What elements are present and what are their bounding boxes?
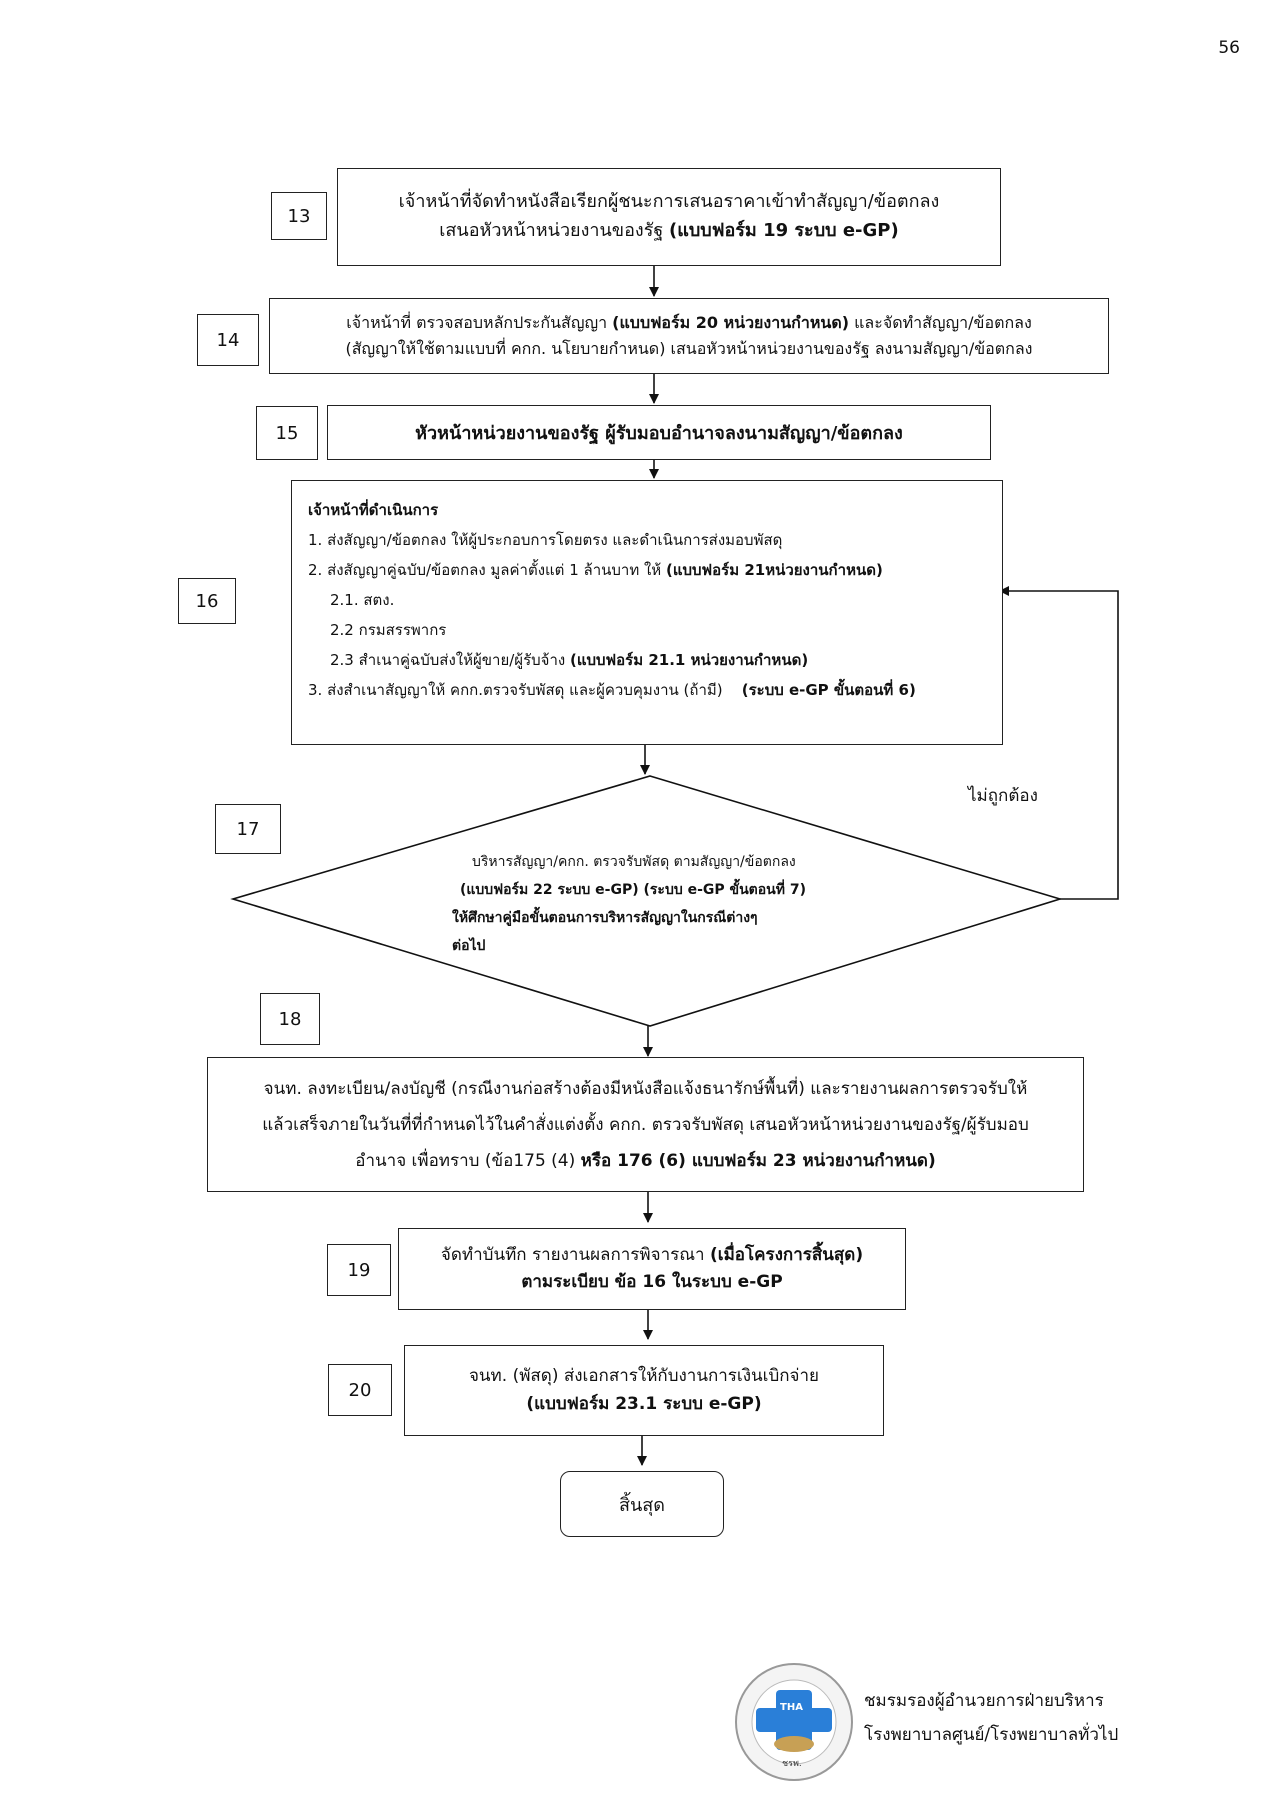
step-number-15: 15 bbox=[256, 406, 318, 460]
step-16-item2: 2. ส่งสัญญาคู่ฉบับ/ข้อตกลง มูลค่าตั้งแต่… bbox=[308, 561, 883, 579]
step-13-box: เจ้าหน้าที่จัดทำหนังสือเรียกผู้ชนะการเสน… bbox=[337, 168, 1001, 266]
step-number-13: 13 bbox=[271, 192, 327, 240]
step-18-line3: อำนาจ เพื่อทราบ (ข้อ175 (4) หรือ 176 (6)… bbox=[355, 1150, 936, 1171]
logo-sub: ชรพ. bbox=[782, 1759, 802, 1769]
step-16-heading: เจ้าหน้าที่ดำเนินการ bbox=[308, 501, 439, 519]
step-19-line2: ตามระเบียบ ข้อ 16 ในระบบ e-GP bbox=[521, 1272, 783, 1292]
incorrect-label: ไม่ถูกต้อง bbox=[968, 786, 1038, 806]
end-text: สิ้นสุด bbox=[619, 1494, 665, 1516]
step-16-item3: 3. ส่งสำเนาสัญญาให้ คกก.ตรวจรับพัสดุ และ… bbox=[308, 681, 916, 699]
step-14-line2: (สัญญาให้ใช้ตามแบบที่ คกก. นโยบายกำหนด) … bbox=[345, 339, 1033, 358]
step-16-item2-3: 2.3 สำเนาคู่ฉบับส่งให้ผู้ขาย/ผู้รับจ้าง … bbox=[330, 651, 809, 669]
step-17-line2: (แบบฟอร์ม 22 ระบบ e-GP) (ระบบ e-GP ขั้นต… bbox=[460, 882, 806, 898]
step-16-item1: 1. ส่งสัญญา/ข้อตกลง ให้ผู้ประกอบการโดยตร… bbox=[308, 531, 783, 549]
step-17-line4: ต่อไป bbox=[452, 938, 486, 954]
end-terminal: สิ้นสุด bbox=[560, 1471, 724, 1537]
step-15-box: หัวหน้าหน่วยงานของรัฐ ผู้รับมอบอำนาจลงนา… bbox=[327, 405, 991, 460]
step-number-20: 20 bbox=[328, 1364, 392, 1416]
step-18-box: จนท. ลงทะเบียน/ลงบัญชี (กรณีงานก่อสร้างต… bbox=[207, 1057, 1084, 1192]
step-19-box: จัดทำบันทึก รายงานผลการพิจารณา (เมื่อโคร… bbox=[398, 1228, 906, 1310]
step-15-text: หัวหน้าหน่วยงานของรัฐ ผู้รับมอบอำนาจลงนา… bbox=[415, 423, 903, 444]
step-number-17: 17 bbox=[215, 804, 281, 854]
step-20-line1: จนท. (พัสดุ) ส่งเอกสารให้กับงานการเงินเบ… bbox=[468, 1366, 820, 1387]
logo-text: THA bbox=[780, 1702, 803, 1713]
step-16-item2-1: 2.1. สตง. bbox=[330, 591, 395, 609]
step-number-18: 18 bbox=[260, 993, 320, 1045]
step-20-line2: (แบบฟอร์ม 23.1 ระบบ e-GP) bbox=[526, 1393, 762, 1414]
footer-line1: ชมรมรองผู้อำนวยการฝ่ายบริหาร bbox=[864, 1691, 1104, 1711]
footer-line2: โรงพยาบาลศูนย์/โรงพยาบาลทั่วไป bbox=[864, 1725, 1119, 1745]
step-20-box: จนท. (พัสดุ) ส่งเอกสารให้กับงานการเงินเบ… bbox=[404, 1345, 884, 1436]
step-13-line2: เสนอหัวหน้าหน่วยงานของรัฐ (แบบฟอร์ม 19 ร… bbox=[439, 220, 899, 241]
page-number: 56 bbox=[1218, 38, 1240, 58]
step-17-text: บริหารสัญญา/คกก. ตรวจรับพัสดุ ตามสัญญา/ข… bbox=[452, 848, 872, 960]
step-number-14: 14 bbox=[197, 314, 259, 366]
step-14-box: เจ้าหน้าที่ ตรวจสอบหลักประกันสัญญา (แบบฟ… bbox=[269, 298, 1109, 374]
step-14-line1: เจ้าหน้าที่ ตรวจสอบหลักประกันสัญญา (แบบฟ… bbox=[346, 313, 1032, 333]
footer-text: ชมรมรองผู้อำนวยการฝ่ายบริหาร โรงพยาบาลศู… bbox=[864, 1684, 1224, 1752]
step-17-line3: ให้ศึกษาคู่มือขั้นตอนการบริหารสัญญาในกรณ… bbox=[452, 910, 758, 926]
club-logo: THA ชรพ. bbox=[732, 1660, 856, 1784]
step-16-box: เจ้าหน้าที่ดำเนินการ 1. ส่งสัญญา/ข้อตกลง… bbox=[291, 480, 1003, 745]
step-17-line1: บริหารสัญญา/คกก. ตรวจรับพัสดุ ตามสัญญา/ข… bbox=[472, 854, 796, 870]
step-13-line1: เจ้าหน้าที่จัดทำหนังสือเรียกผู้ชนะการเสน… bbox=[398, 191, 940, 213]
step-18-line2: แล้วเสร็จภายในวันที่ที่กำหนดไว้ในคำสั่งแ… bbox=[262, 1114, 1029, 1135]
step-19-line1: จัดทำบันทึก รายงานผลการพิจารณา (เมื่อโคร… bbox=[440, 1244, 864, 1265]
step-number-16: 16 bbox=[178, 578, 236, 624]
step-16-item2-2: 2.2 กรมสรรพากร bbox=[330, 621, 447, 639]
step-number-19: 19 bbox=[327, 1244, 391, 1296]
arrow-17-back-to-16 bbox=[999, 586, 1119, 900]
step-18-line1: จนท. ลงทะเบียน/ลงบัญชี (กรณีงานก่อสร้างต… bbox=[263, 1078, 1028, 1099]
